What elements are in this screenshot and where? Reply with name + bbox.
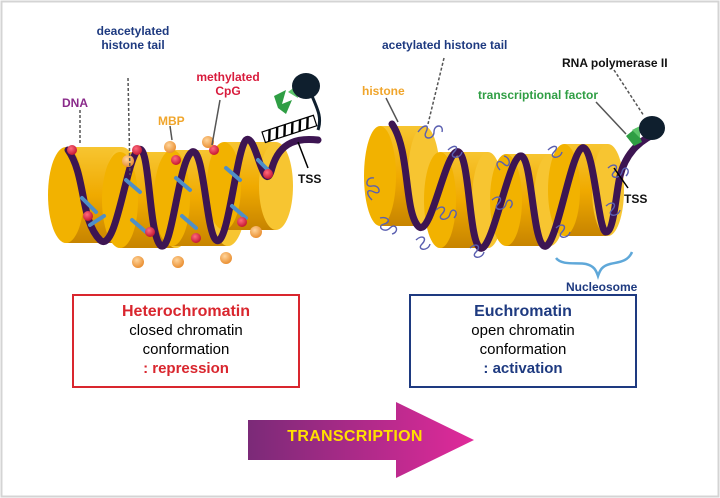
label-tss-right: TSS [624, 192, 648, 206]
label-mbp: MBP [158, 114, 185, 128]
histone-pointer [385, 97, 399, 123]
euchromatin-title: Euchromatin [474, 303, 572, 320]
label-deacetylated-line1: deacetylated [96, 24, 170, 38]
label-dna: DNA [62, 96, 88, 110]
methylated-cpg-marks [67, 145, 273, 243]
heterochromatin-box-border [72, 294, 300, 388]
blocked-region [261, 114, 318, 144]
dna-strand-right [388, 120, 664, 252]
rna-polymerase-left [292, 73, 320, 99]
label-acetylated-histone-tail: acetylated histone tail [382, 38, 508, 52]
methylated-pointer [211, 99, 221, 146]
tss-left-pointer [297, 141, 309, 169]
transcription-factor-right [626, 126, 642, 146]
heterochromatin-box: Heterochromatin closed chromatin conform… [74, 296, 298, 386]
pol-tail-left [310, 95, 322, 131]
transcription-arrow [248, 402, 474, 478]
heterochromatin-title: Heterochromatin [121, 303, 251, 320]
rna-pol-pointer [613, 69, 645, 117]
label-histone: histone [362, 84, 405, 98]
euchromatin-box-border [409, 294, 637, 388]
label-methylated-line2: CpG [215, 84, 241, 98]
euchromatin-line1: open chromatin [471, 322, 575, 339]
deacetylated-tails [80, 158, 272, 234]
label-deacetylated-line2: histone tail [101, 38, 165, 52]
heterochromatin-line2: conformation [142, 341, 230, 358]
acetylated-pointer [427, 57, 445, 125]
nucleosome-brace [555, 251, 634, 280]
tf-pointer [595, 101, 627, 135]
euchromatin-line3: : activation [483, 360, 563, 377]
label-methylated-cpg: methylated CpG [196, 70, 260, 98]
label-transcriptional-factor: transcriptional factor [478, 88, 599, 102]
rna-polymerase-right [639, 116, 665, 140]
acetylated-tails [366, 125, 629, 258]
mbp-pointer [169, 125, 173, 141]
label-rna-polymerase-ii: RNA polymerase II [562, 56, 668, 70]
mbp-proteins [122, 136, 262, 268]
label-methylated-line1: methylated [196, 70, 260, 84]
euchromatin-box: Euchromatin open chromatin conformation … [411, 296, 635, 386]
heterochromatin-line3: : repression [143, 360, 229, 377]
euchromatin-line2: conformation [479, 341, 567, 358]
label-nucleosome: Nucleosome [566, 280, 638, 294]
heterochromatin-line1: closed chromatin [129, 322, 243, 339]
label-deacetylated-histone-tail: deacetylated histone tail [88, 24, 178, 52]
tss-right-pointer [613, 167, 629, 189]
nucleosome [207, 142, 293, 230]
transcription-label: TRANSCRIPTION [287, 428, 423, 445]
deacetylated-pointer [127, 77, 131, 176]
label-tss-left: TSS [298, 172, 322, 186]
